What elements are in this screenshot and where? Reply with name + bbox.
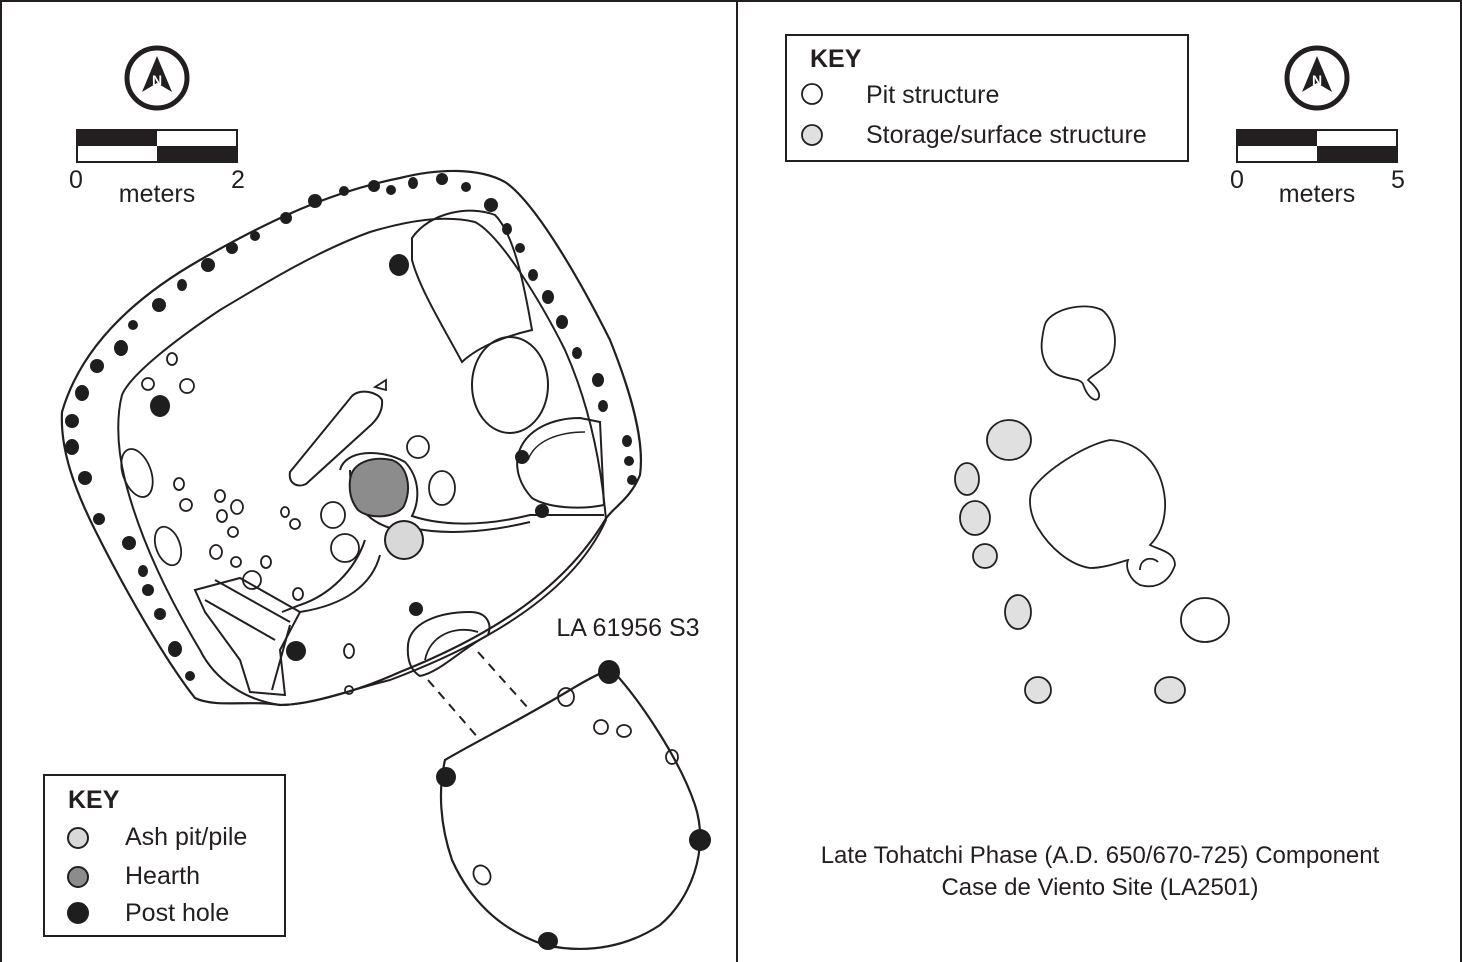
ash-pit [384,520,424,560]
wing-wall-feature [516,416,606,509]
scale-bar: 0 5 meters [1230,129,1405,208]
post-hole-swatch [67,902,89,924]
caption-line-1: Late Tohatchi Phase (A.D. 650/670-725) C… [821,842,1380,869]
north-arrow-icon: N [1284,45,1350,111]
storage-cist [471,336,549,434]
north-arrow-icon: N [124,45,190,111]
right-panel: KEY Pit structure Storage/surface struct… [785,34,1405,901]
hearth-swatch [67,866,89,888]
scale-unit-label: meters [1279,180,1355,208]
caption-line-2: Case de Viento Site (LA2501) [941,874,1258,901]
scale-max-label: 2 [231,166,245,194]
pit-structure-central [1029,439,1176,588]
deflector [288,390,384,487]
scale-unit-label: meters [119,180,195,208]
floor-ridge [339,452,604,525]
structure-s3-post-holes [436,660,711,950]
floor-pits [120,352,456,695]
left-panel: N 0 2 meters [43,45,711,951]
post-holes [65,173,637,681]
left-key-item-hearth: Hearth [125,862,200,890]
scale-max-label: 5 [1391,166,1405,194]
north-arrow-letter: N [1312,72,1322,88]
tunnel-entry [406,610,491,678]
structure-s3-pits [472,687,679,886]
pit-structure-inner-wall [117,217,608,707]
pit-structure-swatch [801,83,823,105]
storage-structure-swatch [801,124,823,146]
structure-s3-outline [439,668,702,951]
ash-pit-swatch [67,827,89,849]
left-key: KEY Ash pit/pile Hearth Post hole [43,774,286,937]
scale-bar: 0 2 meters [69,129,245,208]
left-key-item-ash: Ash pit/pile [125,823,247,851]
bench-feature [411,209,534,364]
left-key-item-post: Post hole [125,899,229,927]
scale-min-label: 0 [69,166,83,194]
structure-label: LA 61956 S3 [556,614,699,642]
pit-structure-outer-wall [60,169,643,707]
north-arrow-letter: N [152,72,162,88]
ventilator-channel [193,576,302,697]
right-key-item-storage: Storage/surface structure [866,121,1147,149]
pit-structure-east [1180,597,1230,643]
left-key-title: KEY [68,786,120,814]
scale-min-label: 0 [1230,166,1244,194]
right-key: KEY Pit structure Storage/surface struct… [785,34,1189,162]
hearth [348,457,409,518]
pit-structure-north [1040,305,1116,401]
storage-structures [954,419,1186,704]
right-key-item-pit: Pit structure [866,81,999,109]
right-key-title: KEY [810,45,862,73]
